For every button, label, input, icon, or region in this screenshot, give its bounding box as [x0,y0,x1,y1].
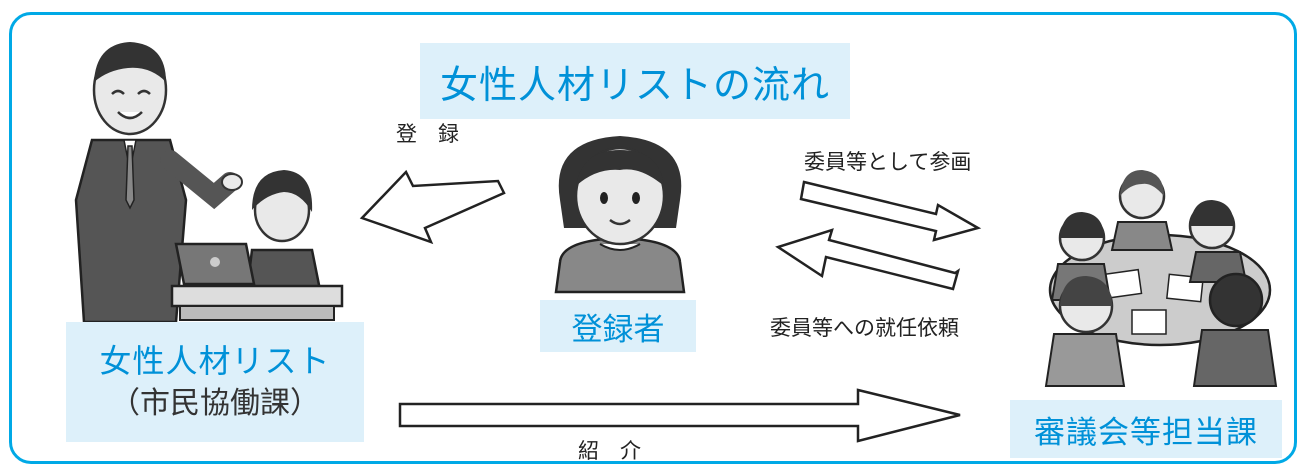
staff-woman-illustration [170,170,344,321]
arrow-request [775,228,961,291]
register-arrow-label: 登 録 [396,122,459,146]
registrant-label: 登録者 [540,300,696,352]
list-name: 女性人材リスト [99,342,331,380]
arrow-participate [799,180,982,242]
registrant-illustration [554,136,686,294]
list-department: （市民協働課） [110,386,320,421]
introduce-arrow-label: 紹 介 [578,439,641,463]
arrow-introduce [398,388,961,443]
women-talent-list-label: 女性人材リスト （市民協働課） [66,322,364,442]
request-arrow-label: 委員等への就任依頼 [770,316,959,340]
arrow-register [359,169,506,245]
diagram-title: 女性人材リストの流れ [420,43,850,119]
council-department-label: 審議会等担当課 [1010,400,1282,458]
committee-meeting-illustration [1044,170,1278,387]
participate-arrow-label: 委員等として参画 [804,150,972,174]
